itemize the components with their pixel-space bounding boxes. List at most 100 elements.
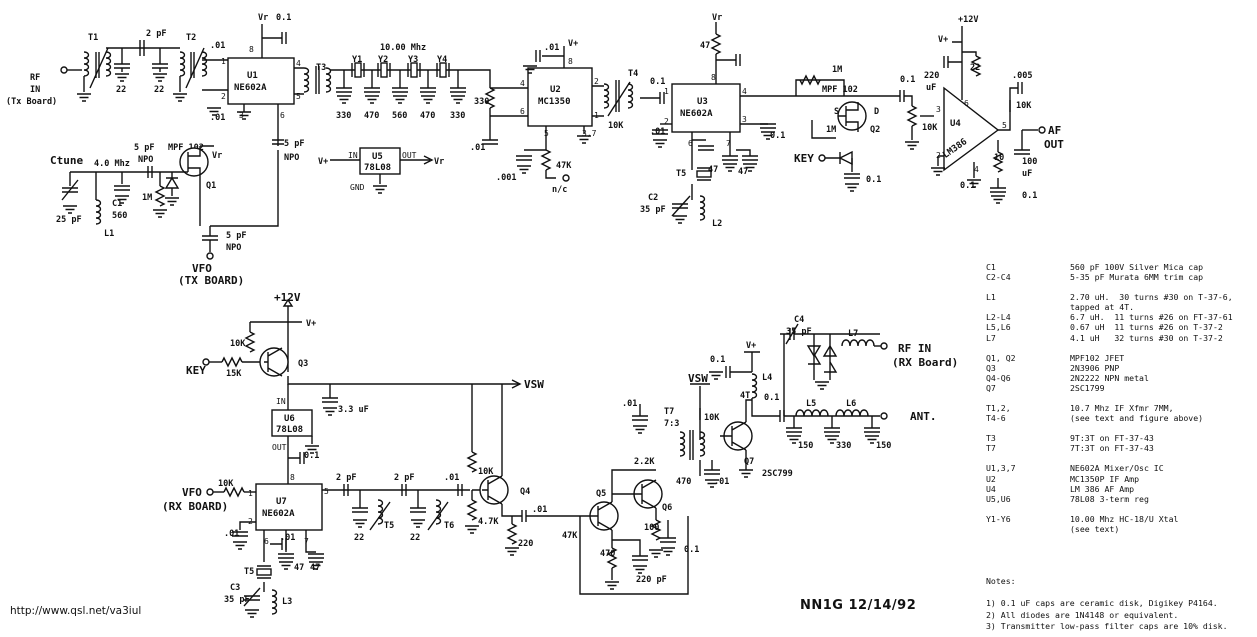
svg-text:560: 560 — [112, 211, 127, 221]
svg-text:1: 1 — [221, 57, 226, 66]
cap-220pf: 220 pF — [612, 539, 667, 585]
transformer-t6: T6 — [427, 499, 454, 531]
svg-text:0.1: 0.1 — [684, 545, 699, 555]
svg-text:.01: .01 — [622, 399, 637, 409]
svg-text:0.1: 0.1 — [764, 393, 779, 403]
shunt-cap-330-a: 330 — [335, 70, 353, 121]
jfet-q2: S D Q2 — [834, 101, 880, 135]
shunt-cap-470-b: 470 — [419, 70, 437, 121]
cap-01-vsw: 0.1 — [708, 355, 752, 380]
svg-text:47: 47 — [738, 167, 748, 177]
legend-key: C1 — [986, 262, 996, 272]
legend-gap — [986, 423, 1254, 433]
wire — [783, 333, 880, 416]
svg-text:U6: U6 — [284, 414, 295, 424]
svg-text:47: 47 — [294, 563, 304, 573]
svg-text:2: 2 — [664, 117, 669, 126]
svg-text:1M: 1M — [142, 193, 152, 203]
svg-text:47: 47 — [708, 165, 718, 175]
svg-text:22: 22 — [410, 533, 420, 543]
svg-text:150: 150 — [798, 441, 813, 451]
vsw-label: VSW — [688, 372, 708, 385]
svg-text:1: 1 — [664, 87, 669, 96]
cap-47-b: 47 — [736, 149, 759, 177]
diode-key — [825, 150, 853, 166]
key-top-terminal — [818, 154, 826, 162]
cap-01-t7: .01 — [622, 399, 649, 434]
cap-2pf-b: 2 pF — [336, 473, 356, 496]
svg-text:8: 8 — [568, 57, 573, 66]
legend-key: Q7 — [986, 382, 996, 393]
svg-text:47: 47 — [700, 41, 710, 51]
diode-q1 — [164, 172, 180, 206]
svg-text:2: 2 — [221, 92, 226, 101]
svg-text:4: 4 — [520, 79, 525, 88]
svg-text:L7: L7 — [848, 329, 858, 339]
svg-text:C3: C3 — [230, 583, 240, 593]
svg-text:6: 6 — [688, 139, 693, 148]
svg-text:470: 470 — [600, 549, 615, 559]
svg-text:.005: .005 — [1012, 71, 1032, 81]
svg-text:L2: L2 — [712, 219, 722, 229]
resistor-470-t7: 470 — [676, 460, 701, 487]
xtal-freq-label: 10.00 Mhz — [380, 43, 426, 53]
cap-01-t7b: .01 — [703, 460, 729, 488]
ic-u3: U3 NE602A 1 2 4 8 6 7 3 — [664, 73, 747, 148]
svg-text:.01: .01 — [650, 127, 665, 137]
cap-01-in: 0.1 — [899, 75, 915, 102]
vr-label: Vr — [712, 13, 722, 23]
resistor-470-q5: 470 — [600, 530, 620, 590]
notes-title: Notes: — [986, 576, 1016, 586]
svg-text:2 pF: 2 pF — [394, 473, 414, 483]
legend-value: MC1350P IF Amp — [1070, 473, 1140, 484]
cap-01-label: .01 — [544, 43, 559, 53]
svg-text:OUT: OUT — [402, 151, 417, 160]
legend-key: U1,3,7 — [986, 463, 1016, 474]
inductor-l6: L6 — [835, 399, 869, 417]
svg-text:0.1: 0.1 — [770, 131, 785, 141]
svg-text:T3: T3 — [316, 63, 326, 73]
resistor-100-q6: 100 — [644, 508, 664, 558]
inductor-l1: L1 — [95, 172, 114, 239]
crystal-y4: Y4 — [436, 55, 450, 78]
rf-in-rx-terminal — [880, 342, 888, 350]
author-date: NN1G 12/14/92 — [800, 598, 917, 613]
svg-text:330: 330 — [474, 97, 489, 107]
transformer-t5b: T5 — [369, 499, 394, 531]
legend-key: L7 — [986, 332, 996, 343]
svg-text:22: 22 — [116, 85, 126, 95]
svg-text:T2: T2 — [186, 33, 196, 43]
trimcap-c2: C2 35 pF L2 — [640, 184, 722, 229]
legend-key: U5,U6 — [986, 493, 1011, 504]
vsw-label: VSW — [524, 378, 544, 391]
svg-text:22: 22 — [154, 85, 164, 95]
svg-text:3: 3 — [742, 115, 747, 124]
wire — [501, 384, 522, 517]
wire — [744, 351, 760, 372]
plus12-bottom-label: +12V — [274, 291, 301, 304]
svg-text:8: 8 — [711, 73, 716, 82]
svg-text:0.1: 0.1 — [960, 181, 975, 191]
crystal-y3: Y3 — [407, 55, 421, 78]
svg-text:NPO: NPO — [226, 243, 241, 253]
resistor-2k2: 2.2K — [611, 457, 656, 502]
svg-text:470: 470 — [676, 477, 691, 487]
svg-text:GND: GND — [350, 183, 365, 192]
svg-text:330: 330 — [836, 441, 851, 451]
resistor-330-u2: 330 — [470, 69, 495, 140]
legend-gap — [986, 343, 1254, 353]
resistor-47-u3: 47 — [700, 22, 721, 84]
svg-text:22: 22 — [354, 533, 364, 543]
inductor-l7: L7 — [841, 329, 875, 347]
vfo-tx-label: VFO (TX BOARD) — [178, 262, 244, 287]
note-item: 1) 0.1 uF caps are ceramic disk, Digikey… — [986, 598, 1218, 608]
cap-01-l4: 0.1 — [764, 393, 785, 422]
svg-text:uF: uF — [926, 83, 936, 93]
svg-text:15K: 15K — [226, 369, 242, 379]
svg-text:OUT: OUT — [272, 443, 287, 452]
npn-q5: Q5 — [589, 489, 619, 531]
